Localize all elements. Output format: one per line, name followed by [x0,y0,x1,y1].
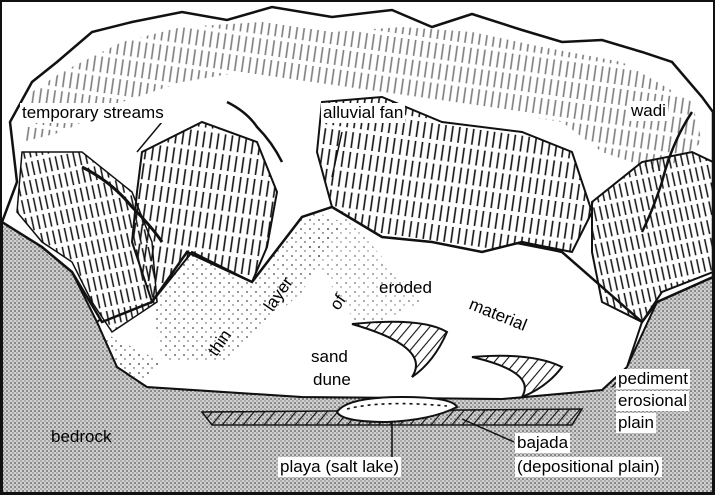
label-pediment: pediment [616,369,690,389]
label-sand: sand [309,347,350,367]
label-eroded: eroded [377,278,434,298]
label-dune: dune [311,370,353,390]
label-playa: playa (salt lake) [278,457,401,477]
label-bedrock: bedrock [49,427,113,447]
label-temporary-streams: temporary streams [20,103,166,123]
label-plain: plain [616,413,656,433]
label-alluvial-fan: alluvial fan [321,103,405,123]
label-bajada: bajada [515,433,570,453]
label-wadi: wadi [629,101,668,121]
label-depositional-plain: (depositional plain) [515,457,662,477]
label-erosional: erosional [616,391,689,411]
